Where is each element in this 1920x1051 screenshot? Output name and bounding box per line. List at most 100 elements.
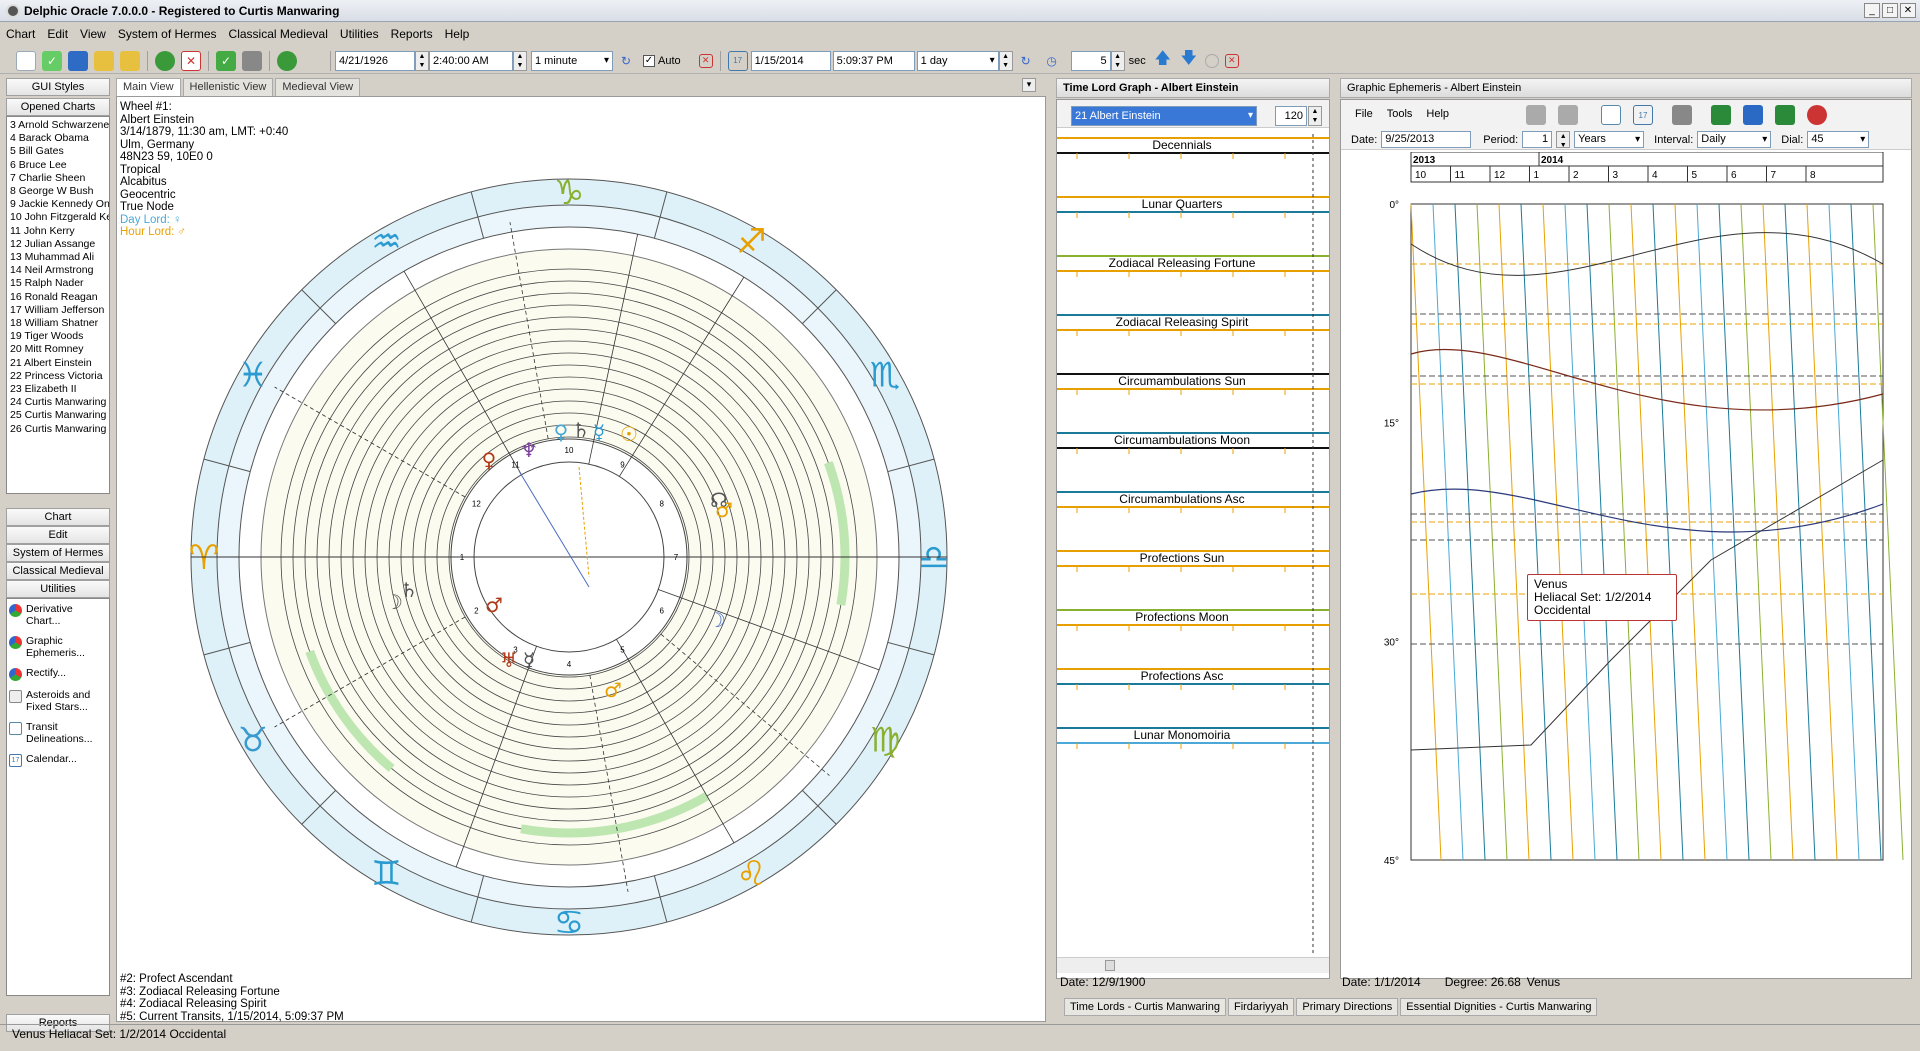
menu-help[interactable]: Help	[444, 27, 470, 41]
util-asteroids[interactable]: Asteroids and Fixed Stars...	[9, 689, 107, 713]
tab-essential-dignities[interactable]: Essential Dignities - Curtis Manwaring	[1400, 998, 1598, 1016]
opened-charts-button[interactable]: Opened Charts	[6, 98, 110, 116]
chart-list-item[interactable]: 7 Charlie Sheen	[10, 171, 86, 184]
util-transit-delineations[interactable]: Transit Delineations...	[9, 721, 107, 745]
date-spinner[interactable]: ▲▼	[415, 50, 429, 71]
delete-chart-icon[interactable]: ✕	[181, 50, 201, 71]
speed-spinner[interactable]: ▲▼	[1110, 50, 1125, 71]
view-dropdown-button[interactable]: ▾	[1022, 78, 1036, 92]
menu-reports[interactable]: Reports	[390, 27, 433, 41]
radix-time-field[interactable]: 2:40:00 AM	[429, 50, 513, 71]
transit-spinner[interactable]: ▲▼	[998, 50, 1013, 71]
planet-glyph[interactable]: ♀	[482, 448, 497, 472]
down-arrow-icon[interactable]: 🡇	[1180, 50, 1197, 67]
chart-list-item[interactable]: 3 Arnold Schwarzenegger	[10, 119, 110, 131]
chart-list-item[interactable]: 23 Elizabeth II	[10, 383, 77, 396]
menu-system-of-hermes[interactable]: System of Hermes	[117, 27, 217, 41]
radix-date-field[interactable]: 4/21/1926	[335, 50, 415, 71]
check-icon[interactable]: ✓	[216, 50, 236, 71]
menu-edit[interactable]: Edit	[47, 27, 69, 41]
chart-list-item[interactable]: 12 Julian Assange	[10, 237, 96, 250]
chart-list-item[interactable]: 25 Curtis Manwaring	[10, 409, 107, 422]
scrollbar-thumb[interactable]	[1105, 960, 1115, 971]
export-blue-icon[interactable]	[1743, 105, 1763, 125]
ephem-menu-file[interactable]: File	[1355, 108, 1373, 120]
globe-icon[interactable]	[155, 50, 175, 71]
chart-list-item[interactable]: 13 Muhammad Ali	[10, 251, 95, 264]
ephem-interval-select[interactable]: Daily	[1697, 131, 1772, 148]
speed-field[interactable]: 5	[1070, 50, 1111, 71]
chart-list-item[interactable]: 10 John Fitzgerald Kennedy	[10, 211, 109, 224]
ephem-menu-help[interactable]: Help	[1426, 108, 1450, 120]
calendar-icon[interactable]: 17	[727, 50, 748, 71]
timelord-scrollbar[interactable]	[1057, 957, 1329, 973]
planet-glyph[interactable]: ♅	[500, 648, 518, 672]
util-derivative-chart[interactable]: Derivative Chart...	[9, 603, 107, 627]
tab-medieval-view[interactable]: Medieval View	[275, 78, 361, 96]
world-icon[interactable]	[277, 50, 297, 71]
transit-time-field[interactable]: 5:09:37 PM	[832, 50, 915, 71]
util-rectify[interactable]: Rectify...	[9, 667, 107, 681]
gui-styles-button[interactable]: GUI Styles	[6, 78, 110, 96]
record-icon[interactable]	[1204, 53, 1219, 68]
timelord-chart-select[interactable]: 21 Albert Einstein	[1071, 106, 1257, 126]
planet-glyph[interactable]: ♄	[572, 418, 590, 442]
planet-glyph[interactable]: ♀	[554, 420, 569, 444]
chart-list-item[interactable]: 16 Ronald Reagan	[10, 290, 98, 303]
stop-transit-icon[interactable]: ✕	[1224, 53, 1239, 68]
nav-utilities[interactable]: Utilities	[6, 580, 110, 598]
ephem-print-icon[interactable]	[1672, 105, 1692, 125]
planet-glyph[interactable]: ♂	[485, 593, 503, 617]
minimize-button[interactable]: _	[1864, 3, 1880, 18]
chart-wheel[interactable]: ♈♉♊♋♌♍♎♏♐♑♒♓♆♀♀♄☿☉♂☊♂☽♄☽♂☿♅1234567891011…	[117, 97, 1047, 1023]
help-ring-icon[interactable]	[1807, 105, 1827, 125]
tab-time-lords[interactable]: Time Lords - Curtis Manwaring	[1064, 998, 1226, 1016]
maximize-button[interactable]: □	[1882, 3, 1898, 18]
chart-list-item[interactable]: 14 Neil Armstrong	[10, 264, 94, 277]
ephem-period-field[interactable]: 1	[1522, 131, 1553, 148]
ephem-dial-select[interactable]: 45	[1807, 131, 1870, 148]
planet-glyph[interactable]: ☽	[385, 590, 403, 614]
tab-firdariyyah[interactable]: Firdariyyah	[1227, 998, 1295, 1016]
chart-list-item[interactable]: 21 Albert Einstein	[10, 356, 92, 369]
planet-glyph[interactable]: ☉	[620, 422, 638, 446]
new-chart-icon[interactable]	[16, 50, 36, 71]
planet-glyph[interactable]: ☊	[710, 488, 728, 512]
timelord-years-field[interactable]: 120	[1275, 106, 1307, 126]
planet-glyph[interactable]: ♄	[400, 578, 418, 602]
chart-list-item[interactable]: 19 Tiger Woods	[10, 330, 84, 343]
planet-glyph[interactable]: ☿	[523, 648, 535, 672]
chart-list-item[interactable]: 18 William Shatner	[10, 317, 99, 330]
settings-icon[interactable]	[1558, 105, 1578, 125]
chart-list-item[interactable]: 17 William Jefferson	[10, 303, 105, 316]
chart-list-item[interactable]: 9 Jackie Kennedy Onassis	[10, 198, 110, 211]
up-arrow-icon[interactable]: 🡅	[1154, 50, 1171, 67]
export-green-icon[interactable]	[1711, 105, 1731, 125]
planet-glyph[interactable]: ♂	[715, 498, 733, 522]
chart-list-item[interactable]: 24 Curtis Manwaring	[10, 396, 107, 409]
chart-list-item[interactable]: 8 George W Bush	[10, 185, 94, 198]
planet-glyph[interactable]: ♆	[520, 438, 538, 462]
ephem-period-spinner[interactable]: ▲▼	[1556, 131, 1571, 149]
menu-view[interactable]: View	[80, 27, 106, 41]
timelord-years-spinner[interactable]: ▲▼	[1308, 106, 1322, 126]
reports-button[interactable]: Reports	[6, 1014, 110, 1032]
auto-checkbox[interactable]: ✓	[643, 54, 655, 67]
chart-list-item[interactable]: 6 Bruce Lee	[10, 158, 67, 171]
planet-glyph[interactable]: ☽	[708, 608, 726, 632]
menu-utilities[interactable]: Utilities	[339, 27, 379, 41]
open-icon[interactable]: ✓	[42, 50, 62, 71]
time-spinner[interactable]: ▲▼	[513, 50, 527, 71]
util-graphic-ephemeris[interactable]: Graphic Ephemeris...	[9, 635, 107, 659]
close-button[interactable]: ✕	[1900, 3, 1916, 18]
chart-bars-icon[interactable]	[1526, 105, 1546, 125]
transit-date-field[interactable]: 1/15/2014	[750, 50, 831, 71]
nav-system-of-hermes[interactable]: System of Hermes	[6, 544, 110, 562]
tab-hellenistic-view[interactable]: Hellenistic View	[182, 78, 274, 96]
tab-primary-directions[interactable]: Primary Directions	[1296, 998, 1399, 1016]
stop-icon[interactable]: ✕	[698, 53, 713, 68]
nav-edit[interactable]: Edit	[6, 526, 110, 544]
